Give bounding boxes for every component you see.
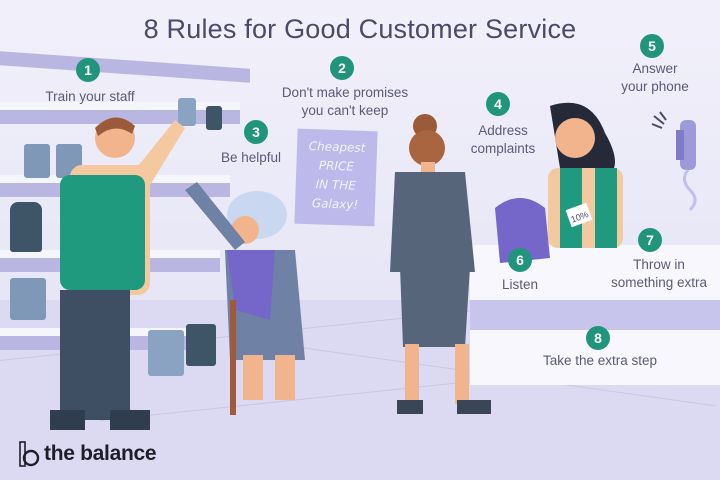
rule-8-label: Take the extra step [542, 353, 658, 368]
rule-6-badge: 6 [508, 248, 532, 272]
rule-3-badge: 3 [244, 120, 268, 144]
rule-8-badge: 8 [586, 326, 610, 350]
phone-icon [651, 111, 697, 212]
rule-1-badge: 1 [76, 58, 100, 82]
page-title: 8 Rules for Good Customer Service [143, 14, 577, 44]
counter-band [470, 300, 720, 330]
rule-6-label: Listen [501, 277, 539, 292]
rule-4-badge: 4 [486, 92, 510, 116]
staff-man-figure [50, 117, 185, 430]
balance-logo-icon [19, 441, 40, 467]
rule-4-label: Address complaints [470, 123, 536, 156]
brand-logo: the balance [18, 440, 157, 468]
brand-name: the balance [44, 442, 157, 465]
customer-woman-figure [390, 114, 491, 414]
rule-7-label: Throw in something extra [610, 257, 708, 290]
rule-2-badge: 2 [330, 56, 354, 80]
rule-5-label: Answer your phone [621, 61, 689, 94]
rule-5-badge: 5 [640, 34, 664, 58]
clerk-woman-figure: 10% [495, 102, 623, 263]
rule-1-label: Train your staff [45, 89, 135, 104]
rule-7-badge: 7 [638, 228, 662, 252]
rule-3-label: Be helpful [220, 150, 282, 165]
rule-2-label: Don't make promises you can't keep [281, 85, 409, 118]
elderly-woman-figure [185, 182, 305, 415]
